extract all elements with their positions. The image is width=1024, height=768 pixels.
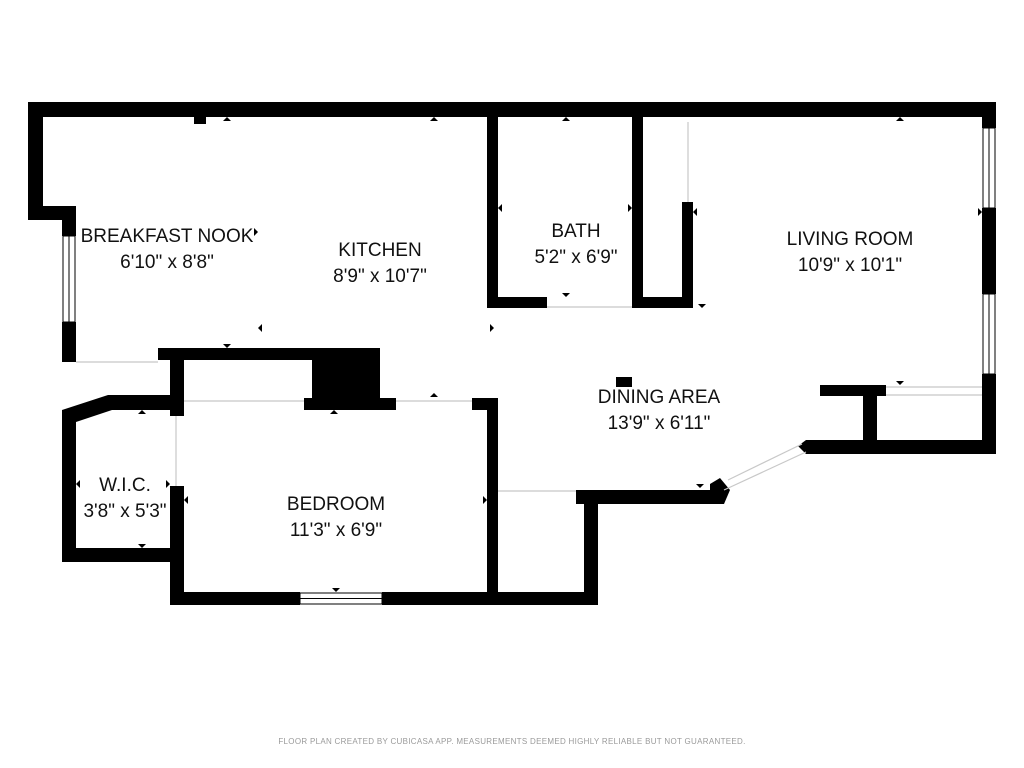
marker xyxy=(696,484,704,488)
wall xyxy=(616,377,632,387)
room-label-wic: W.I.C. 3'8" x 5'3" xyxy=(83,473,166,525)
room-name: BATH xyxy=(551,221,601,242)
wall xyxy=(304,398,396,410)
wall xyxy=(682,202,693,308)
wall xyxy=(982,208,996,294)
marker xyxy=(330,410,338,414)
marker xyxy=(223,117,231,121)
room-label-dining-area: DINING AREA 13'9" x 6'11" xyxy=(598,385,720,437)
wall xyxy=(382,592,598,605)
wall xyxy=(170,592,300,605)
wall xyxy=(584,490,598,605)
room-name: LIVING ROOM xyxy=(786,229,914,250)
footer-disclaimer: FLOOR PLAN CREATED BY CUBICASA APP. MEAS… xyxy=(278,737,746,746)
marker xyxy=(138,410,146,414)
room-dimensions: 13'9" x 6'11" xyxy=(607,413,711,434)
wall xyxy=(62,322,76,362)
marker xyxy=(628,204,632,212)
room-name: DINING AREA xyxy=(597,387,721,408)
marker xyxy=(896,117,904,121)
room-label-bedroom: BEDROOM 11'3" x 6'9" xyxy=(287,492,385,544)
wall xyxy=(62,395,184,550)
marker xyxy=(430,393,438,397)
marker xyxy=(896,381,904,385)
wall xyxy=(820,385,886,396)
marker xyxy=(258,324,262,332)
wall xyxy=(487,297,547,308)
wall xyxy=(194,115,206,124)
room-name: W.I.C. xyxy=(99,475,151,496)
marker xyxy=(184,496,188,504)
marker xyxy=(698,304,706,308)
marker xyxy=(166,480,170,488)
wall xyxy=(982,102,996,128)
wall xyxy=(487,115,498,308)
wall xyxy=(982,374,996,454)
room-dimensions: 6'10" x 8'8" xyxy=(120,252,214,273)
wall xyxy=(632,115,643,308)
room-name: BEDROOM xyxy=(286,494,386,515)
wall xyxy=(576,490,724,504)
marker xyxy=(430,117,438,121)
marker xyxy=(693,208,697,216)
room-label-breakfast-nook: BREAKFAST NOOK 6'10" x 8'8" xyxy=(81,224,254,276)
marker xyxy=(978,208,982,216)
wall xyxy=(170,348,184,410)
room-label-bath: BATH 5'2" x 6'9" xyxy=(534,219,617,271)
wall xyxy=(28,102,43,220)
wall xyxy=(62,548,184,562)
room-dimensions: 5'2" x 6'9" xyxy=(534,247,618,268)
wall xyxy=(487,398,498,604)
marker xyxy=(332,588,340,592)
marker xyxy=(490,324,494,332)
wall xyxy=(28,102,996,117)
room-dimensions: 11'3" x 6'9" xyxy=(289,520,383,541)
room-name: BREAKFAST NOOK xyxy=(80,226,254,247)
wall xyxy=(798,440,996,454)
marker xyxy=(254,228,258,236)
wall xyxy=(170,486,184,604)
room-label-kitchen: KITCHEN 8'9" x 10'7" xyxy=(333,238,427,290)
wall xyxy=(632,297,692,308)
marker xyxy=(562,293,570,297)
wall xyxy=(62,206,76,236)
room-dimensions: 3'8" x 5'3" xyxy=(83,501,167,522)
marker xyxy=(498,204,502,212)
marker xyxy=(223,344,231,348)
wall xyxy=(710,478,730,504)
wall xyxy=(863,385,877,447)
marker xyxy=(562,117,570,121)
room-dimensions: 10'9" x 10'1" xyxy=(797,255,903,276)
marker xyxy=(138,544,146,548)
room-label-living-room: LIVING ROOM 10'9" x 10'1" xyxy=(787,227,914,279)
room-dimensions: 8'9" x 10'7" xyxy=(333,266,427,287)
marker xyxy=(76,480,80,488)
room-name: KITCHEN xyxy=(338,240,422,261)
marker xyxy=(483,496,487,504)
